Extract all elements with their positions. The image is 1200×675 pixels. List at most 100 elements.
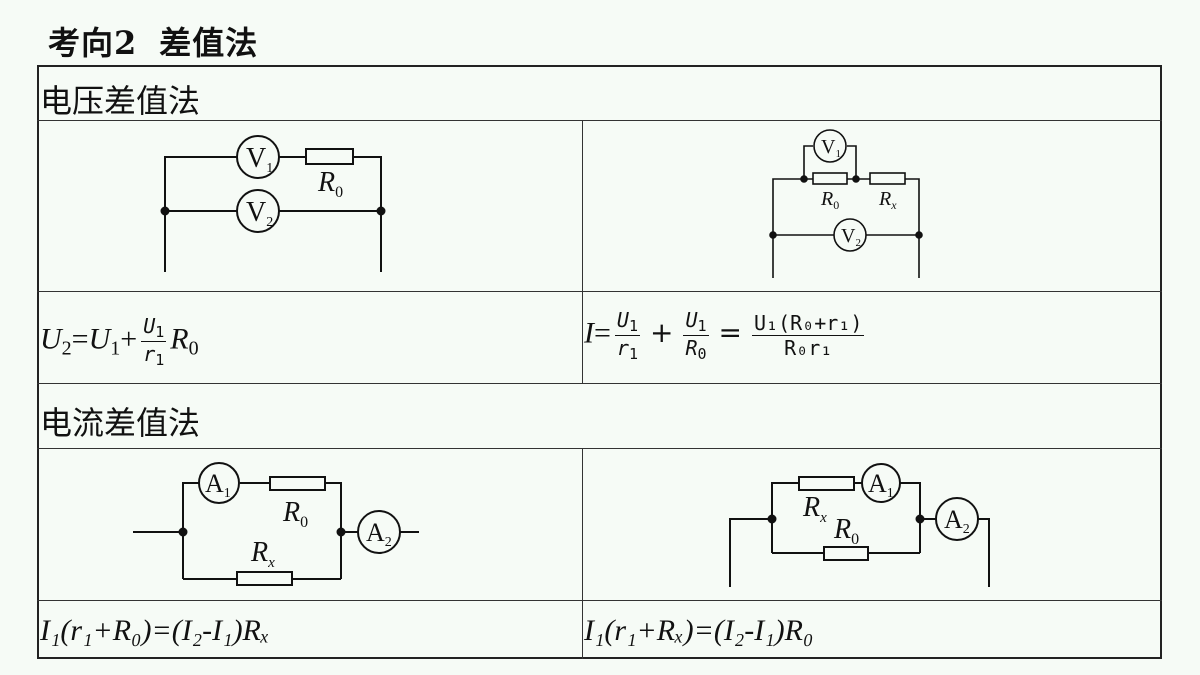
formula-var: R (685, 336, 698, 360)
table-divider (582, 120, 583, 383)
resistor-sub: 0 (300, 514, 308, 531)
meter-sub: 2 (963, 522, 970, 537)
formula-current-left: I₁(r₁+R₀)=(I₂-I₁)Rₓ (40, 614, 270, 647)
meter-label: A (366, 518, 385, 547)
formula-var: r (616, 336, 629, 360)
formula-var: r (143, 342, 156, 366)
circuit-wires (133, 482, 419, 580)
svg-text:R0: R0 (282, 497, 308, 531)
junction-dot (852, 175, 860, 183)
resistor-label: R (833, 514, 851, 545)
junction-dot (376, 206, 386, 216)
meter-label: V (821, 136, 836, 158)
formula-var: U (685, 308, 698, 332)
ammeter-a1 (198, 462, 240, 504)
formula-sub: 1 (155, 323, 165, 341)
table-rule (37, 448, 1162, 449)
resistor-sub: 0 (833, 198, 839, 212)
meter-sub: 1 (224, 486, 231, 501)
junction-dot (767, 514, 777, 524)
formula-var: R (170, 322, 189, 356)
meter-label: A (205, 469, 224, 498)
formula-var: U (88, 322, 111, 356)
junction-dot (915, 514, 925, 524)
formula-sub: 1 (697, 317, 707, 335)
svg-text:R0: R0 (317, 167, 343, 201)
meter-label: V (246, 143, 266, 174)
resistor-sub: 0 (851, 531, 859, 548)
meter-sub: 1 (887, 486, 894, 501)
formula-var: U (616, 308, 629, 332)
formula-sub: 1 (628, 317, 638, 335)
meter-label: V (841, 225, 856, 247)
circuit-wires (164, 156, 382, 272)
table-rule (37, 120, 1162, 121)
meter-sub: 2 (385, 535, 392, 550)
resistor-label: R (878, 188, 891, 210)
resistor-r0 (812, 172, 848, 185)
meter-sub: 2 (855, 237, 861, 249)
svg-text:V2: V2 (246, 197, 273, 230)
junction-dot (160, 206, 170, 216)
svg-text:R0: R0 (820, 188, 839, 212)
formula-denominator: R₀r₁ (784, 336, 833, 360)
resistor-r0 (305, 148, 354, 165)
svg-text:Rx: Rx (878, 188, 897, 212)
formula-sub: 1 (628, 345, 638, 363)
meter-sub: 1 (266, 161, 273, 176)
svg-text:A2: A2 (366, 518, 392, 550)
circuit-wires (772, 145, 920, 278)
formula-sub: 1 (155, 351, 165, 369)
formula-numerator: U₁(R₀+r₁) (752, 311, 865, 336)
svg-text:V1: V1 (246, 143, 273, 176)
svg-text:Rx: Rx (250, 537, 275, 571)
formula-fraction: U₁(R₀+r₁)R₀r₁ (752, 311, 865, 360)
formula-var: I (584, 316, 594, 350)
resistor-sub: 0 (335, 184, 343, 201)
table-rule (37, 291, 1162, 292)
resistor-rx (869, 172, 906, 185)
resistor-r0 (269, 476, 326, 491)
svg-text:A1: A1 (868, 469, 894, 501)
voltmeter-v2 (236, 189, 280, 233)
page-heading: 考向2 差值法 (48, 18, 258, 64)
junction-dot (336, 527, 346, 537)
formula-sub: 1 (110, 337, 121, 360)
circuit-wires (729, 482, 990, 587)
ammeter-a1 (861, 463, 901, 503)
formula-var: U (143, 314, 156, 338)
svg-text:R0: R0 (833, 514, 859, 548)
resistor-label: R (282, 497, 300, 528)
resistor-label: R (250, 537, 268, 568)
resistor-sub: x (267, 555, 275, 571)
meter-sub: 2 (266, 215, 273, 230)
table-divider (582, 448, 583, 659)
method-table (37, 65, 1162, 659)
heading-title: 差值法 (159, 24, 259, 62)
junction-dot (769, 231, 777, 239)
resistor-sub: x (819, 510, 827, 526)
resistor-rx (798, 476, 855, 491)
svg-text:A2: A2 (944, 505, 970, 537)
svg-text:Rx: Rx (802, 492, 827, 526)
svg-text:V1: V1 (821, 136, 841, 160)
ammeter-a2 (357, 510, 401, 554)
resistor-label: R (317, 167, 335, 198)
resistor-label: R (820, 188, 833, 210)
heading-prefix: 考向2 (48, 24, 138, 62)
formula-sub: 0 (697, 345, 707, 363)
resistor-r0 (823, 546, 869, 561)
svg-text:A1: A1 (205, 469, 231, 501)
junction-dot (800, 175, 808, 183)
table-rule (37, 383, 1162, 384)
svg-text:V2: V2 (841, 225, 861, 249)
meter-sub: 1 (835, 148, 841, 160)
